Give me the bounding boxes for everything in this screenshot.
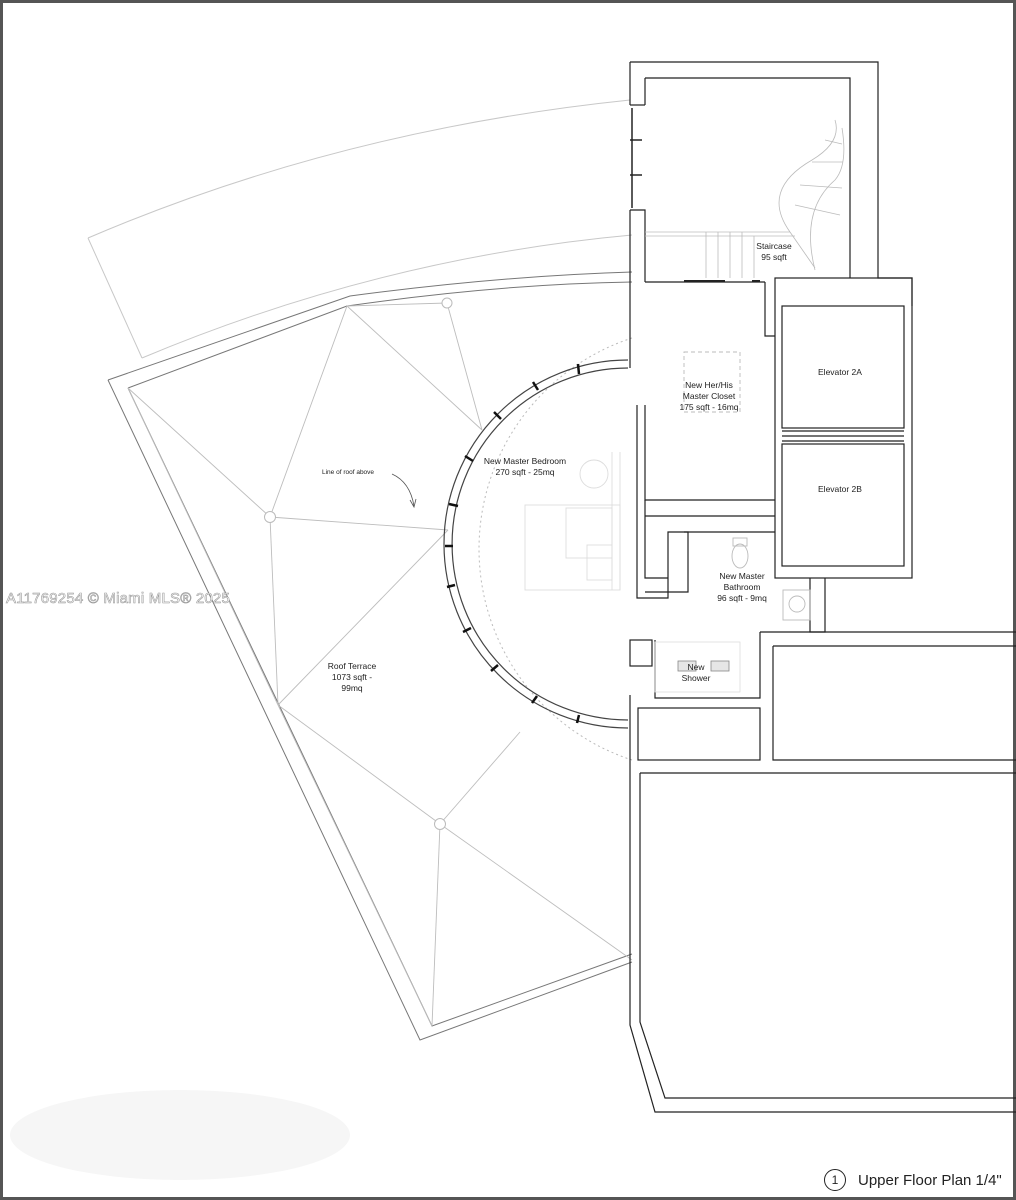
staircase-name: Staircase [756, 241, 792, 251]
drawing-number-badge: 1 [824, 1169, 846, 1191]
drawing-title-text: Upper Floor Plan 1/4" [858, 1171, 1002, 1189]
shower-fixtures [677, 660, 730, 672]
bathroom-name-line2: Bathroom [723, 582, 761, 592]
bedroom-furniture [524, 452, 621, 591]
bedroom-curved-wall [443, 359, 629, 729]
staircase [645, 119, 845, 278]
bathroom-name-line1: New Master [719, 571, 765, 581]
roof-line-dotted [478, 337, 633, 761]
terrace-area-line1: 1073 sqft - [331, 672, 373, 682]
bedroom-area: 270 sqft - 25mq [495, 467, 555, 477]
roof-outline [87, 99, 633, 359]
terrace-label: Roof Terrace 1073 sqft - 99mq [312, 661, 392, 694]
shower-name-line2: Shower [681, 673, 711, 683]
terrace-grid [127, 302, 633, 1027]
bedroom-label: New Master Bedroom 270 sqft - 25mq [470, 456, 580, 478]
closet-label: New Her/His Master Closet 175 sqft - 16m… [664, 380, 754, 413]
shower-enclosure [654, 641, 741, 693]
bedroom-wall-mullions [445, 363, 581, 724]
terrace-name: Roof Terrace [327, 661, 377, 671]
drawing-title: 1 Upper Floor Plan 1/4" [824, 1168, 1002, 1192]
staircase-area: 95 sqft [761, 252, 787, 262]
bedroom-name: New Master Bedroom [483, 456, 567, 466]
building-walls [629, 61, 1016, 1113]
terrace-boundary [107, 271, 633, 1041]
shower-name-line1: New [687, 662, 705, 672]
elevator-2a-name: Elevator 2A [818, 367, 862, 377]
roof-line-arrow [409, 498, 417, 509]
elevator-2b-label: Elevator 2B [800, 484, 880, 495]
mls-watermark: A11769254 © Miami MLS® 2025 [6, 590, 231, 608]
elevator-2b-name: Elevator 2B [818, 484, 862, 494]
shower-label: New Shower [671, 662, 721, 684]
closet-rack [683, 351, 741, 413]
bathroom-area: 96 sqft - 9mq [717, 593, 767, 603]
closet-name-line2: Master Closet [682, 391, 736, 401]
staircase-label: Staircase 95 sqft [744, 241, 804, 263]
closet-name-line1: New Her/His [685, 380, 733, 390]
elevator-2a-label: Elevator 2A [800, 367, 880, 378]
stair-window-marks [630, 108, 642, 208]
bathroom-fixtures [731, 537, 811, 621]
terrace-area-line2: 99mq [341, 683, 363, 693]
roof-line-text: Line of roof above [322, 469, 375, 476]
roof-line-annotation: Line of roof above [322, 467, 394, 478]
watermark-blur [10, 1090, 350, 1180]
closet-area: 175 sqft - 16mq [679, 402, 739, 412]
terrace-nodes [264, 297, 453, 830]
bathroom-label: New Master Bathroom 96 sqft - 9mq [704, 571, 780, 604]
roof-line-leader [391, 473, 415, 507]
